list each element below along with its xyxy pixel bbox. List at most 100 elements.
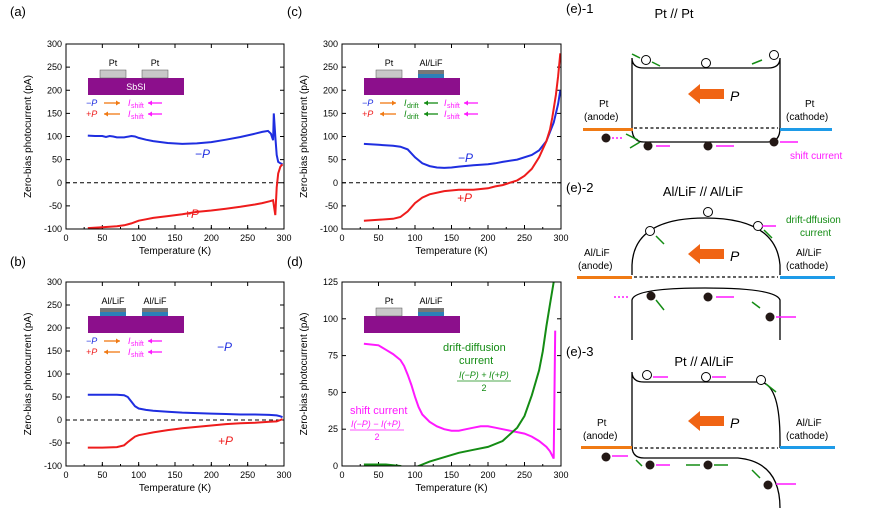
x-tick-label: 300 bbox=[553, 470, 568, 480]
y-tick-label: 200 bbox=[47, 323, 62, 333]
x-axis-label: Temperature (K) bbox=[415, 483, 487, 494]
valence-band bbox=[631, 445, 781, 509]
left-electrode-bar bbox=[577, 276, 632, 279]
right-electrode-bar bbox=[780, 276, 835, 279]
left-electrode-role: (anode) bbox=[584, 112, 618, 123]
shift-denominator: 2 bbox=[374, 432, 379, 442]
x-tick-label: 50 bbox=[373, 470, 383, 480]
schematic-e3: (e)-3 Pt // Al/LiF Pt (anode) Al/LiF (ca… bbox=[566, 344, 835, 509]
electron bbox=[703, 292, 713, 302]
y-axis-label: Zero-bias photocurrent (pA) bbox=[299, 75, 310, 198]
substrate bbox=[364, 316, 460, 333]
legend-current: I bbox=[128, 347, 131, 357]
x-tick-label: 100 bbox=[131, 470, 146, 480]
hole bbox=[642, 370, 652, 380]
hole bbox=[703, 207, 713, 217]
substrate bbox=[88, 78, 184, 95]
legend-current-arrowhead bbox=[464, 111, 468, 117]
x-tick-label: 50 bbox=[97, 470, 107, 480]
legend-current: I bbox=[128, 98, 131, 108]
legend-current-sub: shift bbox=[131, 352, 144, 359]
legend-current-sub: shift bbox=[447, 103, 460, 110]
legend-polarization: −P bbox=[86, 336, 97, 346]
legend-polarization: −P bbox=[86, 98, 97, 108]
pt-electrode bbox=[99, 69, 127, 79]
curve-label: −P bbox=[458, 151, 473, 165]
electrode-label: Al/LiF bbox=[419, 296, 443, 306]
conduction-band bbox=[631, 217, 781, 275]
electron bbox=[769, 137, 779, 147]
y-tick-label: 0 bbox=[333, 178, 338, 188]
x-tick-label: 250 bbox=[240, 470, 255, 480]
electron bbox=[601, 133, 611, 143]
y-tick-label: -100 bbox=[320, 224, 338, 234]
series-line bbox=[363, 282, 555, 466]
schematic-title: Pt // Pt bbox=[654, 6, 693, 21]
right-electrode-role: (cathode) bbox=[786, 112, 828, 123]
x-tick-label: 0 bbox=[339, 470, 344, 480]
legend-current-sub: shift bbox=[131, 103, 144, 110]
y-tick-label: 100 bbox=[323, 132, 338, 142]
y-tick-label: 25 bbox=[328, 424, 338, 434]
x-tick-label: 200 bbox=[480, 470, 495, 480]
curve-label: +P bbox=[218, 434, 233, 448]
drift-label-2: current bbox=[459, 355, 493, 367]
x-axis-label: Temperature (K) bbox=[139, 483, 211, 494]
x-tick-label: 150 bbox=[444, 470, 459, 480]
panel-label-e1: (e)-1 bbox=[566, 1, 593, 16]
y-tick-label: 150 bbox=[47, 346, 62, 356]
electrode-label: Al/LiF bbox=[419, 58, 443, 68]
legend-current-arrowhead bbox=[464, 100, 468, 106]
x-tick-label: 100 bbox=[407, 470, 422, 480]
legend-current: I bbox=[404, 109, 407, 119]
x-axis-label: Temperature (K) bbox=[139, 246, 211, 257]
legend-polarization: +P bbox=[362, 109, 373, 119]
drift-diffusion-note-2: current bbox=[800, 228, 831, 239]
y-axis-label: Zero-bias photocurrent (pA) bbox=[23, 75, 34, 198]
y-tick-label: 50 bbox=[52, 392, 62, 402]
legend-arrowhead bbox=[116, 100, 120, 106]
legend-current-sub: shift bbox=[131, 114, 144, 121]
panel-label-c: (c) bbox=[287, 4, 302, 19]
drift-denominator: 2 bbox=[481, 383, 486, 393]
legend-current-arrowhead bbox=[424, 111, 428, 117]
x-tick-label: 50 bbox=[97, 233, 107, 243]
electron bbox=[601, 452, 611, 462]
hole bbox=[769, 50, 779, 60]
y-tick-label: 300 bbox=[323, 39, 338, 49]
y-tick-label: 0 bbox=[57, 415, 62, 425]
y-tick-label: 150 bbox=[47, 108, 62, 118]
x-tick-label: 150 bbox=[444, 233, 459, 243]
electron bbox=[763, 480, 773, 490]
polarization-label: P bbox=[730, 88, 740, 104]
x-tick-label: 0 bbox=[339, 233, 344, 243]
legend-current: I bbox=[128, 109, 131, 119]
legend-arrowhead bbox=[392, 100, 396, 106]
legend-arrowhead bbox=[104, 111, 108, 117]
x-tick-label: 100 bbox=[131, 233, 146, 243]
electrode-label: Pt bbox=[109, 58, 118, 68]
y-tick-label: -50 bbox=[49, 438, 62, 448]
panel-label-e2: (e)-2 bbox=[566, 180, 593, 195]
hole bbox=[753, 221, 763, 231]
y-tick-label: 200 bbox=[47, 85, 62, 95]
x-tick-label: 250 bbox=[517, 470, 532, 480]
x-tick-label: 0 bbox=[63, 470, 68, 480]
y-tick-label: 50 bbox=[52, 155, 62, 165]
drift-diffusion-note: drift-dffusion bbox=[786, 215, 841, 226]
y-tick-label: 250 bbox=[47, 300, 62, 310]
polarization-arrow bbox=[688, 244, 724, 264]
schematic-e2: (e)-2 Al/LiF // Al/LiF Al/LiF (anode) Al… bbox=[566, 180, 841, 340]
al-layer bbox=[100, 308, 126, 312]
substrate bbox=[364, 78, 460, 95]
lif-layer bbox=[142, 312, 168, 316]
electrode-label: Al/LiF bbox=[143, 296, 167, 306]
series-line bbox=[363, 53, 561, 222]
left-electrode-role: (anode) bbox=[583, 431, 617, 442]
curve-label: +P bbox=[184, 207, 199, 221]
